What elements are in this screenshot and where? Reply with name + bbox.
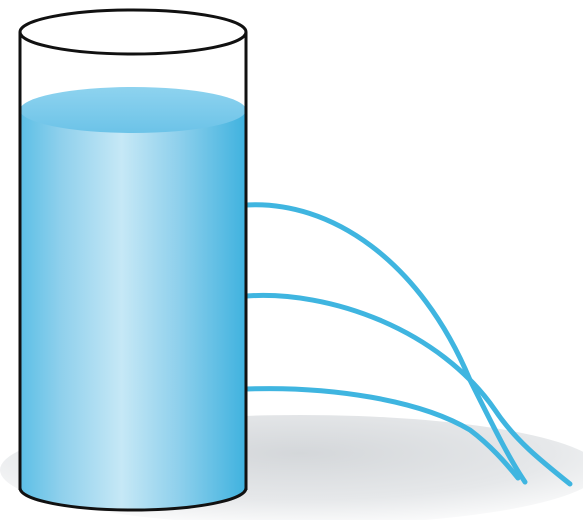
water-column <box>20 87 246 510</box>
tank-rim <box>20 10 246 54</box>
water-surface <box>20 87 246 133</box>
